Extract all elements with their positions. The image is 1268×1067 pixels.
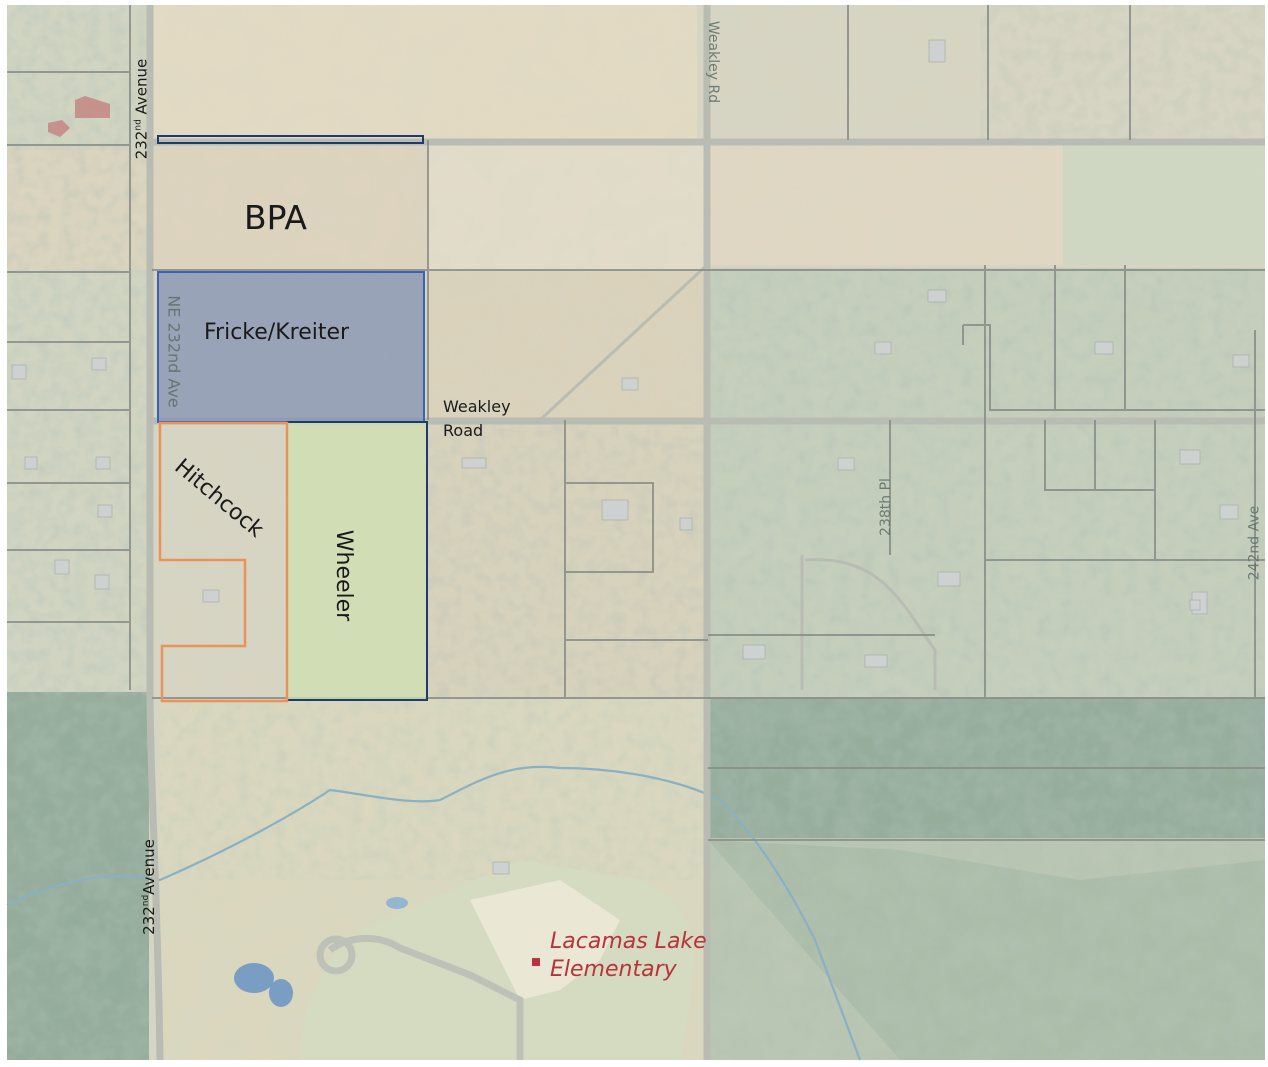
- parcel-wheeler: [286, 421, 428, 701]
- school-marker: [532, 958, 540, 966]
- red-roof-house-2: [48, 120, 70, 137]
- pond-2: [269, 979, 293, 1007]
- red-roof-house: [75, 96, 110, 118]
- label-weakley-rd-map: Weakley Rd: [705, 20, 722, 104]
- stream: [6, 765, 862, 1061]
- road-name: Avenue: [132, 58, 151, 120]
- forest-east-texture: [708, 698, 1265, 1060]
- road-number: 232: [139, 906, 158, 935]
- road-238th-pl: [800, 555, 937, 690]
- road-suffix: nd: [140, 894, 151, 907]
- label-wheeler: Wheeler: [331, 529, 357, 622]
- school-building: [470, 880, 620, 1000]
- label-weakley: Weakley: [443, 397, 511, 416]
- school-name-line2: Elementary: [550, 957, 677, 982]
- school-roundabout: [316, 935, 356, 975]
- tree-canopy-west: [7, 5, 149, 695]
- school-name-line1: Lacamas Lake: [550, 929, 707, 954]
- parcel-fricke-kreiter: [157, 271, 425, 423]
- parcel-lines: [7, 5, 1265, 841]
- label-232nd-avenue-bottom: 232ndAvenue: [140, 839, 158, 935]
- road-232nd-avenue: [146, 5, 164, 1061]
- label-bpa: BPA: [244, 198, 308, 237]
- road-diagonal: [538, 263, 709, 422]
- road-number: 232: [132, 130, 151, 160]
- label-road: Road: [443, 421, 484, 440]
- label-232nd-avenue-top: 232nd Avenue: [132, 59, 150, 160]
- parcel-bpa-strip: [157, 135, 424, 144]
- parcel-hitchcock: [158, 421, 289, 703]
- tree-canopy-northeast: [980, 5, 1265, 140]
- label-ne-232nd-ave: NE 232nd Ave: [164, 295, 184, 408]
- pond-1: [234, 963, 274, 993]
- road-name: Avenue: [139, 839, 158, 895]
- label-238th-pl: 238th Pl: [877, 478, 894, 536]
- label-fricke-kreiter: Fricke/Kreiter: [204, 320, 350, 345]
- tree-canopy-school: [160, 700, 708, 880]
- road-suffix: nd: [133, 119, 144, 131]
- pond-3: [386, 897, 408, 909]
- haze: [7, 5, 1265, 1060]
- houses: [11, 39, 1250, 875]
- label-242nd-ave: 242nd Ave: [1246, 505, 1263, 581]
- school-driveway: [327, 935, 524, 1060]
- label-school: Lacamas Lake Elementary: [550, 928, 707, 984]
